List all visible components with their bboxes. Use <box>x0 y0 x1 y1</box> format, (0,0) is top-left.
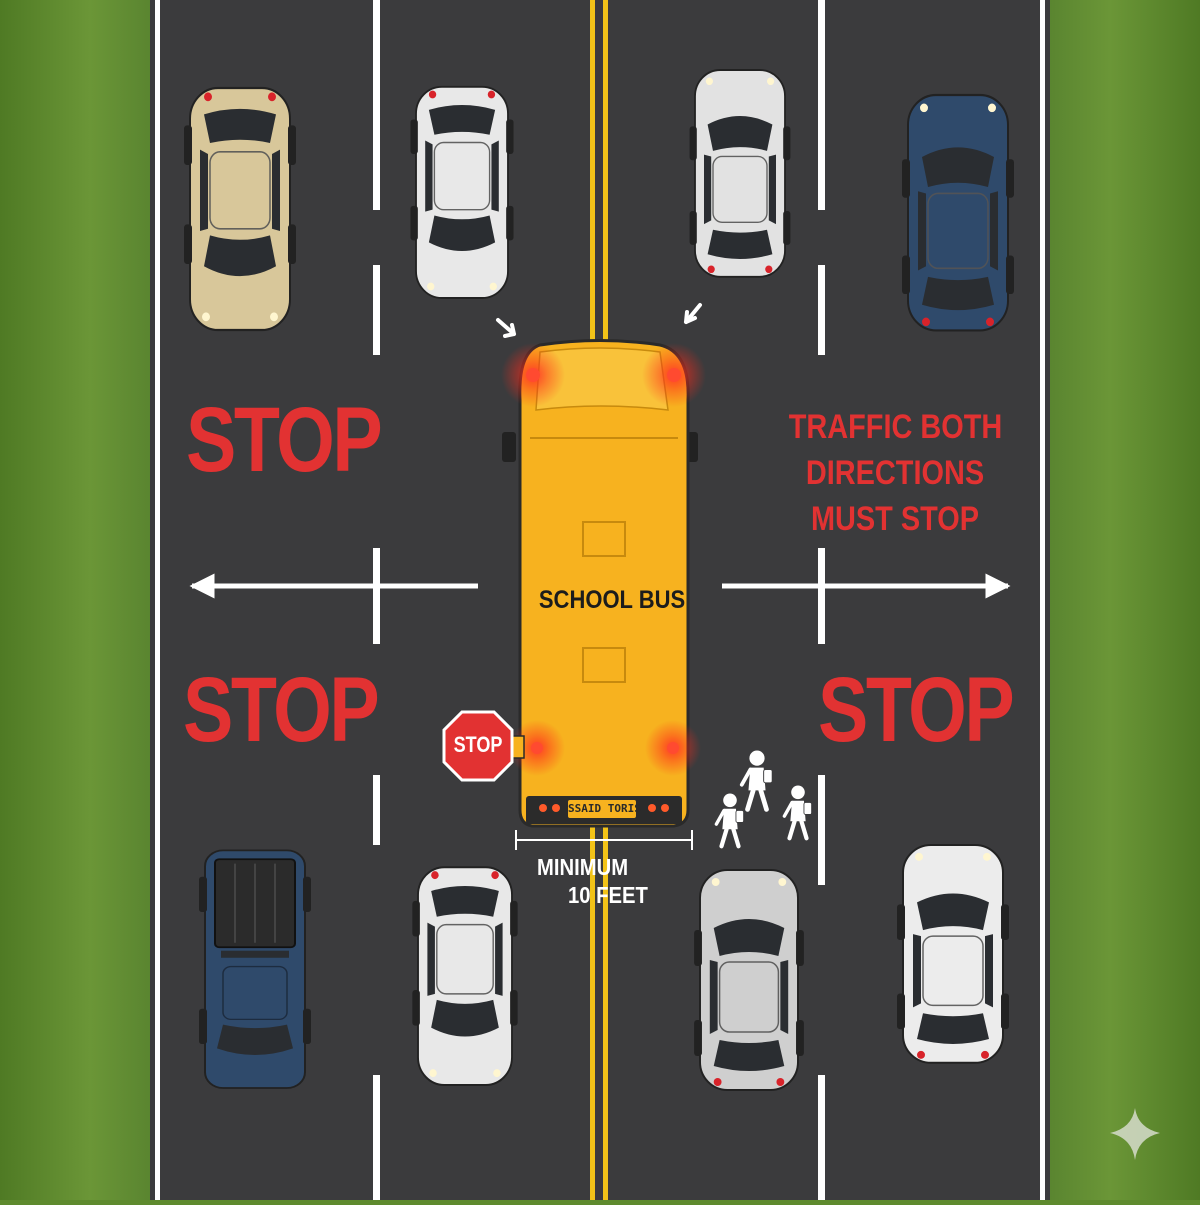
suv-white <box>688 69 792 278</box>
school-bus <box>501 339 706 828</box>
notice-line-1: TRAFFIC BOTH <box>788 408 1003 446</box>
notice-text: TRAFFIC BOTH DIRECTIONS MUST STOP <box>788 404 1003 542</box>
edge-line-right <box>1040 0 1045 1200</box>
stop-arm-label: STOP <box>453 732 503 757</box>
stop-label-upper-left: STOP <box>186 389 383 491</box>
lane-dashes-right <box>818 0 825 1200</box>
car-white-sedan <box>409 85 515 299</box>
edge-line-left <box>155 0 160 1200</box>
car-silver-sedan <box>693 869 805 1091</box>
grass-right <box>1050 0 1200 1200</box>
stop-label-lower-right: STOP <box>818 659 1015 761</box>
pickup-truck-blue <box>198 849 312 1089</box>
distance-label-line1: MINIMUM <box>537 854 629 880</box>
pointer-arrow-left <box>496 318 516 338</box>
stop-sign-icon <box>442 710 514 782</box>
car-white-sedan-3 <box>896 844 1010 1064</box>
bus-rear-plate: SSAID TORIS <box>568 802 641 815</box>
car-tan-sedan <box>182 86 298 332</box>
car-blue-sedan <box>900 93 1016 332</box>
pointer-arrow-right <box>684 303 702 324</box>
grass-left <box>0 0 150 1200</box>
car-white-sedan-2 <box>411 866 519 1086</box>
notice-line-2: DIRECTIONS <box>805 454 985 492</box>
bus-roof-label: SCHOOL BUS <box>538 586 686 614</box>
lane-dashes-left <box>373 0 380 1200</box>
stop-label-lower-left: STOP <box>183 659 380 761</box>
distance-bracket <box>515 830 693 850</box>
sparkle-icon <box>1110 1108 1160 1160</box>
notice-line-3: MUST STOP <box>810 500 980 538</box>
distance-label-line2: 10 FEET <box>568 882 648 908</box>
